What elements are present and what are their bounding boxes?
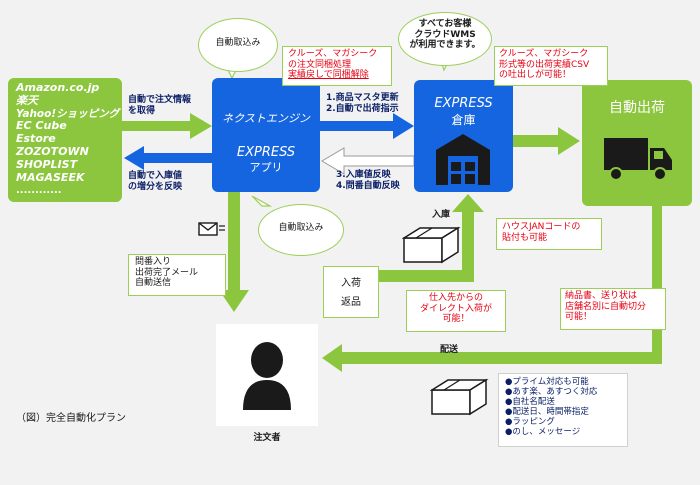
app-product-name: EXPRESS: [236, 145, 296, 160]
receipt-return-text: 入荷 返品: [341, 278, 361, 308]
auto-import-bubble-top: [198, 18, 278, 72]
csv-export-text: クルーズ、マガシーク 形式等の出荷実績CSV の吐出しが可能！: [499, 49, 590, 81]
arrow-label-from-warehouse: 3.入庫値反映 4.問番自動反映: [336, 170, 400, 191]
direct-receipt-note: 仕入先からの ダイレクト入荷が 可能！: [406, 290, 506, 332]
receipt-return-box: 入荷 返品: [323, 266, 379, 318]
warehouse-label: 倉庫: [451, 113, 476, 127]
customer-label: 注文者: [253, 433, 281, 443]
cruise-bundle-note: クルーズ、マガシーク の注文同梱処理 実績戻しで同梱解除: [282, 46, 392, 86]
wms-bubble: [398, 12, 492, 66]
arrow-to-warehouse: [320, 113, 414, 139]
marketplace-item: SHOPLIST: [16, 158, 78, 172]
marketplace-item: EC Cube: [16, 119, 67, 133]
marketplace-list: Amazon.co.jp 楽天 Yahoo!ショッピング EC Cube Est…: [16, 81, 122, 197]
tracking-mail-note: 問番入り 出荷完了メール 自動送信: [128, 254, 226, 296]
arrow-to-autoship: [513, 127, 580, 155]
arrow-from-app: [124, 146, 212, 170]
arrow-label-from-app: 自動で入庫値 の増分を反映: [128, 171, 183, 192]
feature-item: ●あす楽、あすつく対応: [505, 387, 598, 398]
box-icon: [402, 226, 462, 264]
cruise-bundle-line2: の注文同梱処理: [288, 59, 352, 70]
delivery-label: 配送: [440, 345, 459, 355]
feature-item: ●プライム対応も可能: [505, 377, 589, 387]
person-icon: [243, 342, 291, 410]
box-icon: [430, 378, 490, 416]
app-box: [212, 78, 320, 192]
marketplace-item: Yahoo!ショッピング: [16, 107, 120, 120]
arrow-from-warehouse: [321, 147, 415, 175]
auto-import-label-bottom: 自動取込み: [278, 223, 324, 233]
cruise-bundle-line1: クルーズ、マガシーク: [288, 49, 378, 59]
nyuko-label: 入庫: [432, 210, 451, 220]
warehouse-icon: [434, 132, 492, 186]
auto-ship-label: 自動出荷: [609, 100, 665, 116]
csv-export-note: クルーズ、マガシーク 形式等の出荷実績CSV の吐出しが可能！: [494, 46, 608, 86]
marketplaces-box: [8, 78, 122, 202]
direct-receipt-text: 仕入先からの ダイレクト入荷が 可能！: [419, 293, 492, 325]
arrow-label-to-warehouse: 1.商品マスタ更新 2.自動で出荷指示: [326, 93, 399, 114]
wms-label: すべてお客様 クラウドWMS が利用できます。: [409, 19, 481, 51]
marketplace-item: Estore: [16, 132, 56, 146]
auto-import-bubble-bottom: [258, 204, 344, 256]
arrow-to-app: [122, 113, 212, 139]
arrow-delivery: [322, 206, 662, 372]
arrow-to-customer: [219, 192, 249, 312]
truck-icon: [602, 134, 674, 184]
customer-box: [216, 324, 318, 426]
warehouse-product-name: EXPRESS: [434, 96, 493, 111]
app-subtitle: アプリ: [249, 161, 283, 174]
feature-item: ●配送日、時間帯指定: [505, 407, 589, 418]
arrow-label-to-app: 自動で注文情報 を取得: [128, 95, 192, 116]
marketplace-item: Amazon.co.jp: [16, 81, 100, 94]
marketplace-item: 楽天: [16, 93, 38, 107]
cruise-bundle-line3: 実績戻しで同梱解除: [288, 70, 369, 81]
invoice-text: 納品書、送り状は 店舗名別に自動切分 可能！: [565, 291, 647, 323]
marketplace-item: ZOZOTOWN: [16, 145, 89, 159]
invoice-note: 納品書、送り状は 店舗名別に自動切分 可能！: [560, 288, 666, 330]
app-title: ネクストエンジン: [222, 112, 310, 125]
feature-item: ●のし、メッセージ: [505, 427, 581, 438]
features-box: ●プライム対応も可能 ●あす楽、あすつく対応 ●自社名配送 ●配送日、時間帯指定…: [498, 373, 628, 447]
feature-item: ●ラッピング: [505, 417, 555, 428]
auto-import-label-top: 自動取込み: [215, 38, 261, 48]
marketplace-item: MAGASEEK: [16, 171, 85, 185]
jan-note: ハウスJANコードの 貼付も可能: [496, 218, 602, 250]
marketplace-item: ............: [16, 185, 62, 197]
jan-text: ハウスJANコードの 貼付も可能: [502, 222, 581, 243]
tracking-mail-text: 問番入り 出荷完了メール 自動送信: [135, 257, 199, 289]
figure-caption: （図）完全自動化プラン: [16, 413, 126, 424]
feature-item: ●自社名配送: [505, 397, 555, 408]
mail-icon: [198, 221, 226, 237]
